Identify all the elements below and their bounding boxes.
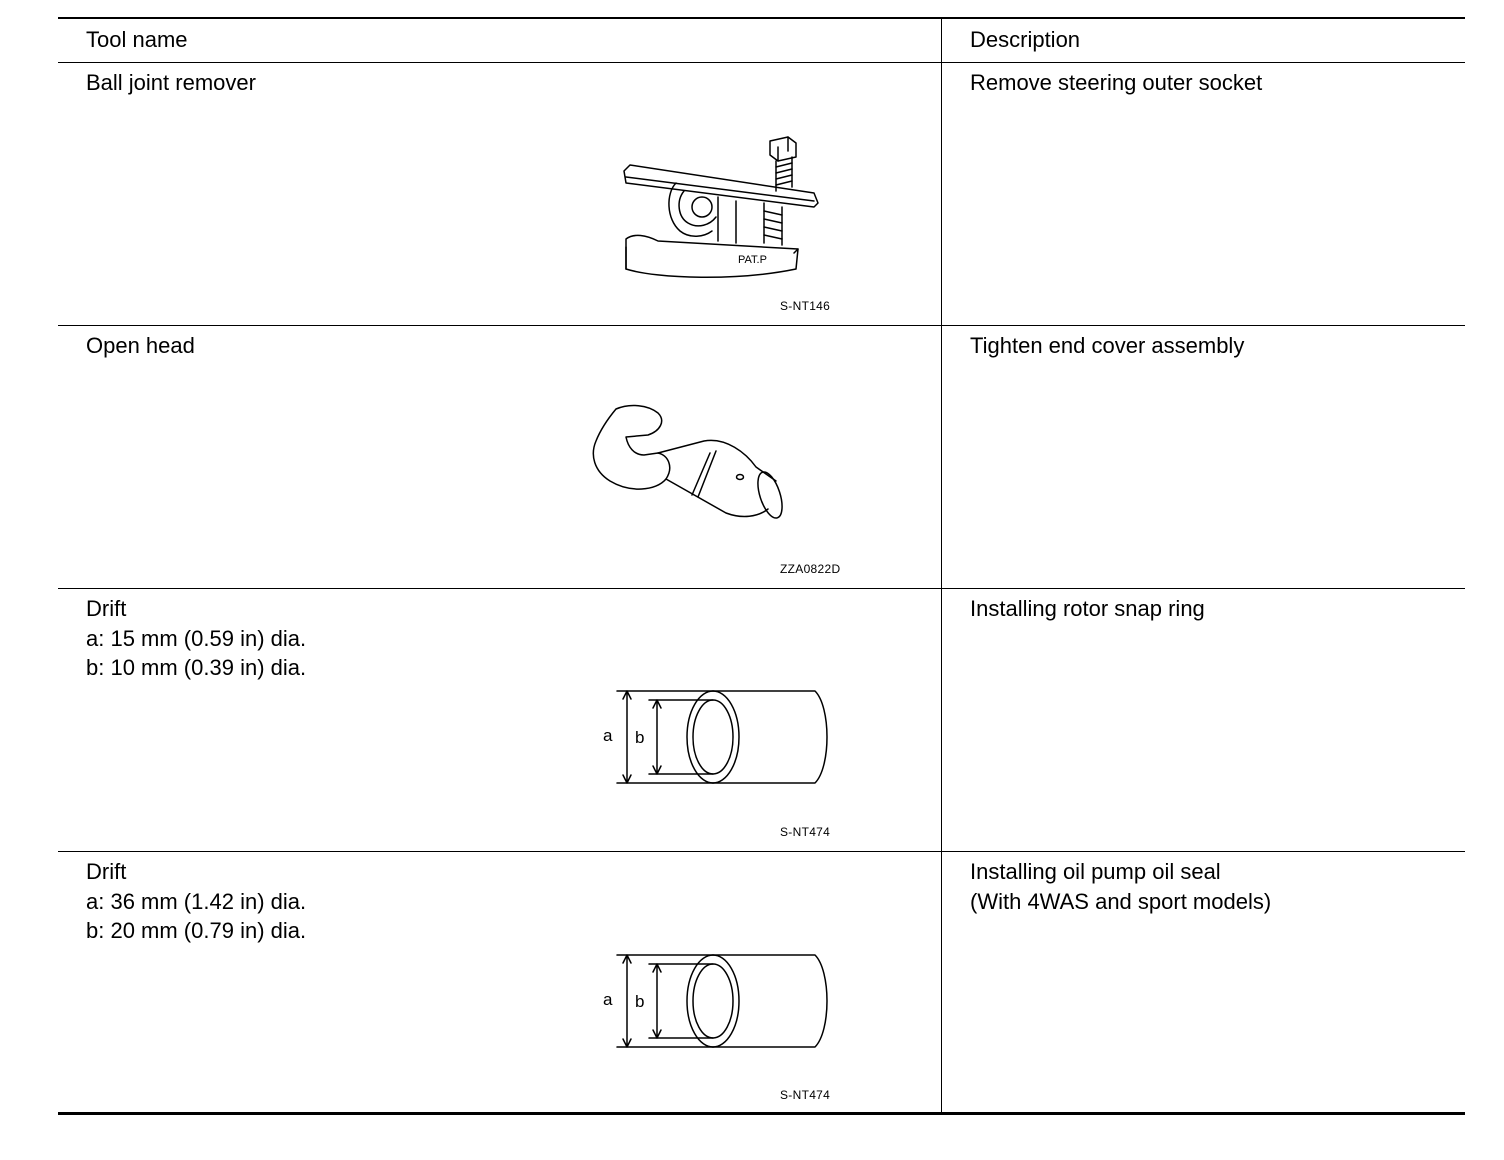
column-divider (941, 19, 942, 1112)
tool-name-cell: Open head (86, 333, 195, 358)
figure-code: S-NT146 (780, 299, 831, 313)
description-cell: Installing rotor snap ring (970, 596, 1205, 621)
description-cell: Remove steering outer socket (970, 70, 1263, 95)
tool-name-cell: Drift a: 15 mm (0.59 in) dia. b: 10 mm (… (86, 596, 307, 680)
drift-icon: a b (593, 951, 833, 1051)
row-divider (58, 325, 1465, 326)
open-head-wrench-icon (586, 401, 786, 521)
label-a: a (603, 990, 613, 1009)
figure-code: S-NT474 (780, 825, 831, 839)
ball-joint-remover-icon: PAT.P (618, 131, 828, 281)
description-cell: Installing oil pump oil seal (With 4WAS … (970, 859, 1272, 914)
figure-code: S-NT474 (780, 1088, 831, 1102)
figure-code: ZZA0822D (780, 562, 841, 576)
label-b: b (635, 992, 644, 1011)
row-divider (58, 588, 1465, 589)
tool-name-cell: Drift a: 36 mm (1.42 in) dia. b: 20 mm (… (86, 859, 307, 943)
header-divider (58, 62, 1465, 63)
description-cell: Tighten end cover assembly (970, 333, 1245, 358)
label-a: a (603, 726, 613, 745)
row-divider (58, 851, 1465, 852)
header-tool-name: Tool name (86, 27, 188, 52)
figure-label: PAT.P (738, 254, 767, 266)
label-b: b (635, 728, 644, 747)
header-description: Description (970, 27, 1081, 52)
drift-icon: a b (593, 687, 833, 787)
tool-name-cell: Ball joint remover (86, 70, 256, 95)
special-tools-table: Tool name Description Ball joint remover… (58, 17, 1465, 1115)
